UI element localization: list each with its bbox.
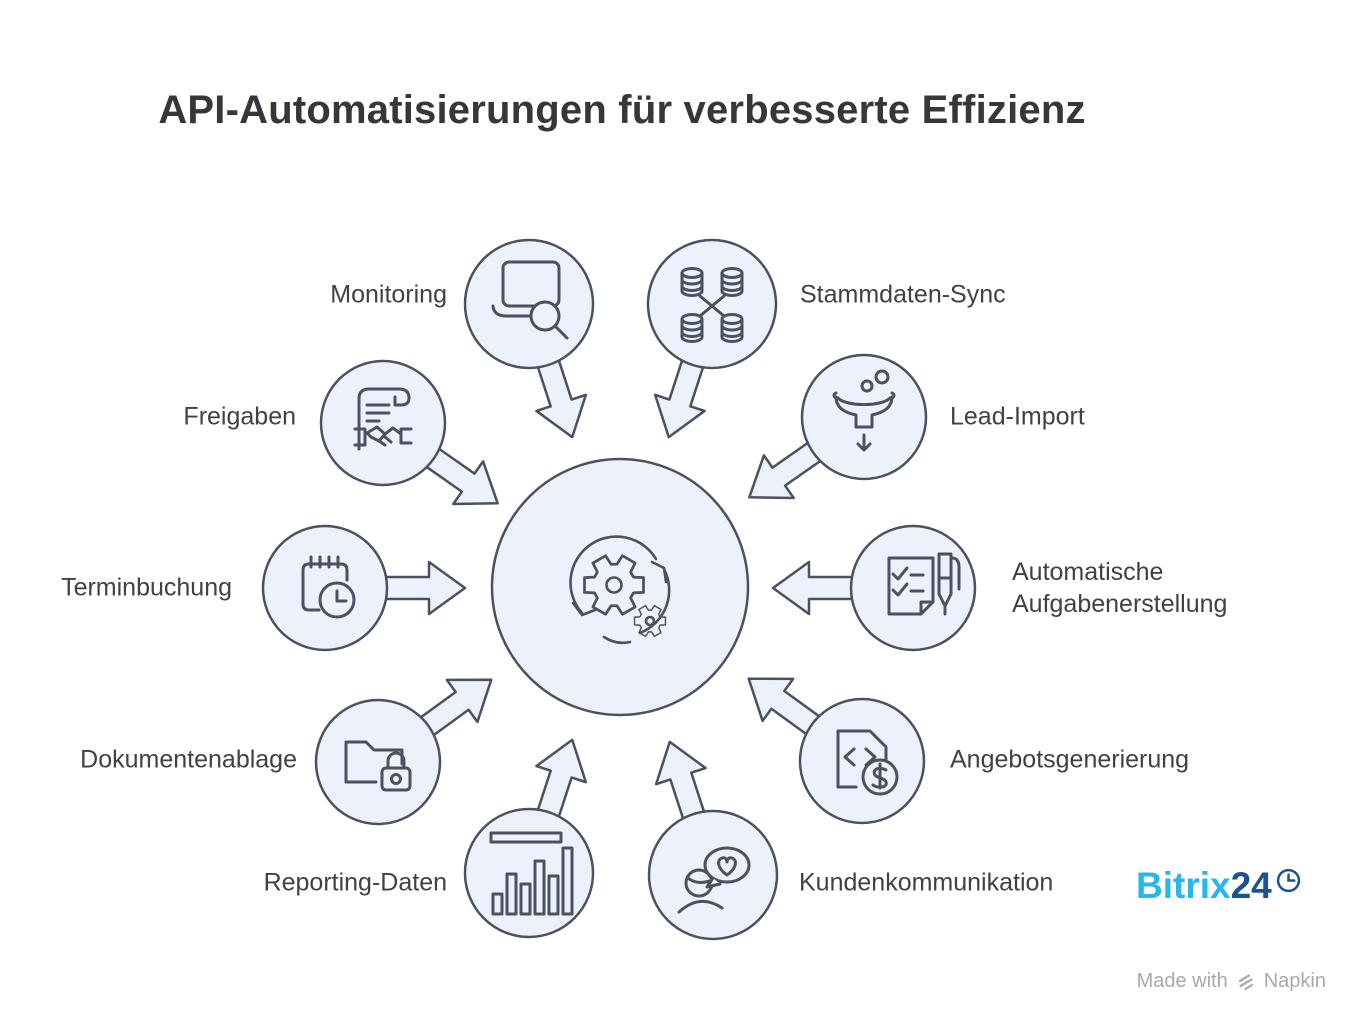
- logo-text-bitrix: Bitrix: [1136, 865, 1231, 906]
- funnel-import-icon: [832, 369, 896, 452]
- clock-icon: [1276, 868, 1300, 893]
- database-sync-icon: [680, 267, 744, 343]
- node-label-terminbuchung: Terminbuchung: [61, 573, 232, 602]
- node-label-aufgabenerstellung: Automatische Aufgabenerstellung: [1012, 558, 1228, 618]
- napkin-logo-icon: [1238, 973, 1253, 990]
- node-circle-dokumente: [314, 698, 442, 826]
- logo-text-24: 24: [1230, 865, 1272, 906]
- node-circle-angebot: [798, 697, 926, 825]
- node-circle-reporting: [463, 807, 595, 939]
- page-title: API-Automatisierungen für verbesserte Ef…: [158, 88, 1086, 132]
- bar-chart-icon: [489, 831, 574, 916]
- customer-chat-heart-icon: [677, 846, 751, 914]
- calendar-clock-icon: [301, 555, 356, 619]
- made-with-text: Made with: [1136, 970, 1228, 992]
- node-circle-aufgaben: [849, 524, 977, 652]
- node-circle-monitoring: [463, 238, 595, 370]
- node-label-freigaben: Freigaben: [183, 402, 296, 431]
- node-label-dokumentenablage: Dokumentenablage: [80, 745, 297, 774]
- node-circle-stammdaten: [646, 238, 778, 370]
- node-label-kundenkommunikation: Kundenkommunikation: [799, 868, 1054, 897]
- folder-lock-icon: [344, 740, 412, 792]
- gears-sync-icon: [569, 535, 671, 645]
- napkin-brand-text: Napkin: [1263, 970, 1326, 992]
- made-with-napkin: Made with Napkin: [1137, 970, 1326, 993]
- contract-handshake-icon: [353, 387, 413, 451]
- code-invoice-icon: [836, 729, 899, 796]
- node-label-monitoring: Monitoring: [330, 280, 447, 309]
- node-label-angebotsgenerierung: Angebotsgenerierung: [950, 745, 1190, 774]
- node-circle-freigaben: [319, 359, 447, 487]
- laptop-search-icon: [491, 260, 569, 340]
- task-checklist-pen-icon: [887, 552, 961, 616]
- node-circle-lead: [800, 353, 928, 481]
- node-label-lead-import: Lead-Import: [950, 402, 1085, 431]
- node-label-stammdaten-sync: Stammdaten-Sync: [800, 280, 1006, 309]
- node-label-reporting-daten: Reporting-Daten: [263, 868, 447, 897]
